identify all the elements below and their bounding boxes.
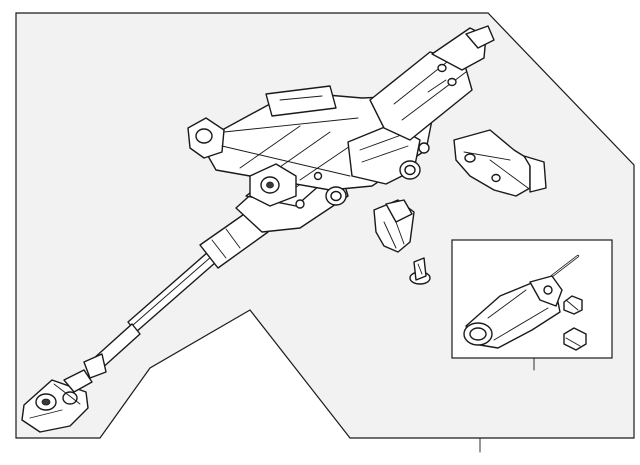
intermediate-shaft xyxy=(83,209,269,379)
column-cover-bracket[interactable] xyxy=(453,129,547,197)
steering-column-assembly[interactable] xyxy=(21,25,495,433)
adjustment-motor xyxy=(463,275,563,349)
column-housing xyxy=(187,85,433,233)
universal-joint xyxy=(21,369,93,433)
motor-kit-inset[interactable] xyxy=(451,239,613,371)
mounting-clip[interactable] xyxy=(373,199,415,253)
pin xyxy=(550,254,580,278)
diagram-background-panel xyxy=(15,12,635,439)
bolt xyxy=(563,327,587,351)
bolt xyxy=(563,295,583,315)
push-pin-fastener[interactable] xyxy=(409,257,431,285)
upper-shaft xyxy=(369,25,495,141)
